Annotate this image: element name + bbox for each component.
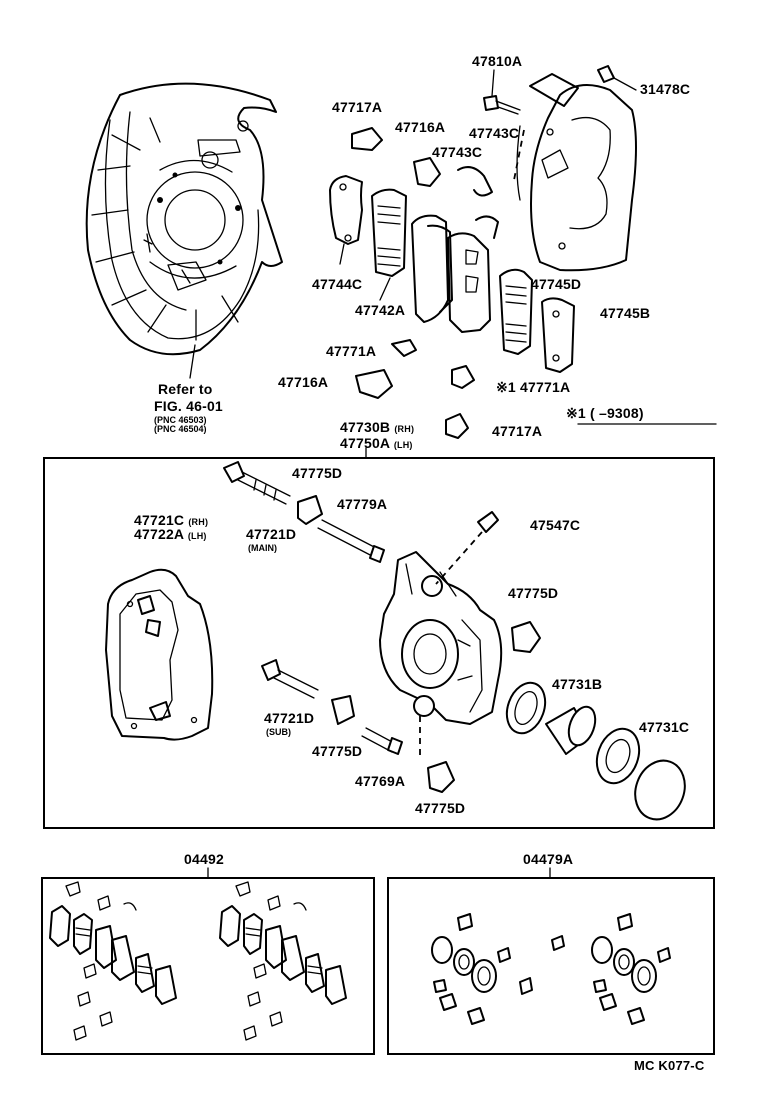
label-47730B-number: 47730B [340,419,391,435]
refer-line1: Refer to [158,381,213,397]
footnote-mark: ※1 [496,379,516,395]
label-47775D-b: 47775D [508,585,559,601]
label-47745D: 47745D [531,276,582,292]
kit-box-04492 [41,877,375,1055]
label-47722A-number: 47722A [134,526,184,542]
caliper-detail-frame [43,457,715,829]
brake-pads-drawing [329,127,575,439]
dust-shield-drawing [85,82,283,379]
label-47743C-b: 47743C [432,144,483,160]
label-47717A-top: 47717A [332,99,383,115]
label-47547C: 47547C [530,517,581,533]
qualifier-lh: (LH) [393,440,413,450]
label-47721D-sub: 47721D [264,710,315,726]
label-47771A-b-number: 47771A [520,379,571,395]
label-47779A: 47779A [337,496,388,512]
qualifier-rh: (RH) [394,424,415,434]
label-47744C: 47744C [312,276,363,292]
label-47750A: 47750A (LH) [340,436,413,451]
footnote-text: ※1 ( –9308) [566,405,644,421]
label-47775D-c: 47775D [312,743,363,759]
drawing-code: MC K077-C [634,1058,705,1073]
label-47721C: 47721C (RH) [134,513,208,528]
label-47717A-b: 47717A [492,423,543,439]
label-47745B: 47745B [600,305,651,321]
label-47731C: 47731C [639,719,690,735]
caliper-assembly-drawing [483,65,637,272]
label-47771A-a: 47771A [326,343,377,359]
label-kit-04479A: 04479A [523,851,574,867]
label-kit-04492: 04492 [184,851,224,867]
label-47721C-number: 47721C [134,512,185,528]
refer-line2: FIG. 46-01 [154,398,223,414]
label-47716A-b: 47716A [278,374,329,390]
caliper-detail-drawing [105,461,686,821]
label-47716A-top: 47716A [395,119,446,135]
label-47743C-a: 47743C [469,125,520,141]
label-47771A-b: ※1 47771A [496,380,570,395]
label-47775D-d: 47775D [415,800,466,816]
kit-04479A-drawing [431,913,671,1025]
label-31478C: 31478C [640,81,691,97]
label-47722A: 47722A (LH) [134,527,207,542]
label-47769A: 47769A [355,773,406,789]
qualifier-main: (MAIN) [248,543,277,553]
kit-box-04479A [387,877,715,1055]
label-47731B: 47731B [552,676,603,692]
label-47750A-number: 47750A [340,435,390,451]
label-47775D-a: 47775D [292,465,343,481]
label-47721D-main: 47721D [246,526,297,542]
kit-04492-drawing [49,881,347,1041]
label-47810A: 47810A [472,53,523,69]
qualifier-rh-2: (RH) [188,517,209,527]
label-47742A: 47742A [355,302,406,318]
refer-pnc1: (PNC 46503) [154,415,207,425]
label-47730B: 47730B (RH) [340,420,414,435]
refer-pnc2: (PNC 46504) [154,424,207,434]
qualifier-sub: (SUB) [266,727,291,737]
qualifier-lh-2: (LH) [187,531,207,541]
